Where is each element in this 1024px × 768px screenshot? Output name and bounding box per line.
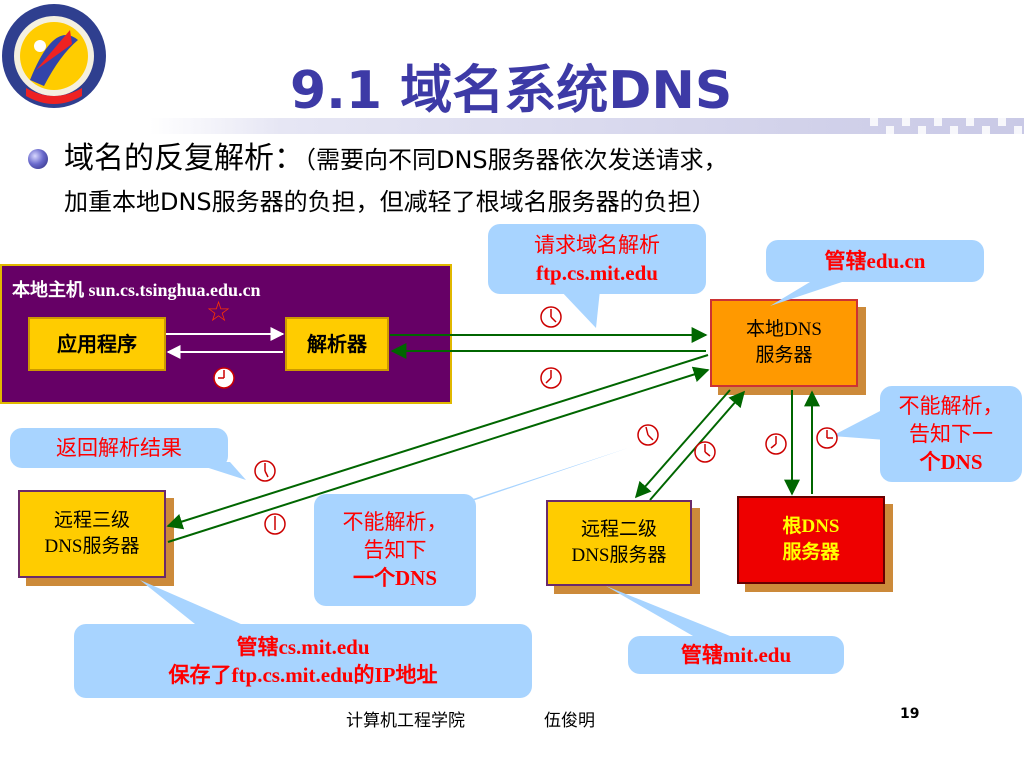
tail-right	[832, 410, 886, 440]
tail-request	[560, 290, 600, 328]
bullet-icon	[28, 149, 48, 169]
clock-icon	[254, 460, 276, 482]
tail-edu-cn	[770, 276, 860, 306]
bullet-main: 域名的反复解析：	[64, 141, 304, 176]
callout-cs-mit-line2: 保存了ftp.cs.mit.edu的IP地址	[168, 663, 438, 687]
callout-right-line2: 告知下一	[909, 422, 993, 446]
school-logo	[0, 0, 108, 118]
callout-return-text: 返回解析结果	[56, 436, 182, 460]
resolver-box: 解析器	[285, 317, 389, 371]
tail-mit	[606, 586, 740, 640]
callout-request: 请求域名解析 ftp.cs.mit.edu	[488, 224, 706, 294]
remote3-dns-server: 远程三级 DNS服务器	[18, 490, 166, 578]
callout-cannot-mid: 不能解析， 告知下 一个DNS	[314, 494, 476, 606]
callout-request-line2: ftp.cs.mit.edu	[536, 261, 658, 285]
remote2-line1: 远程二级	[580, 519, 657, 540]
bullet-text: 域名的反复解析：（需要向不同DNS服务器依次发送请求， 加重本地DNS服务器的负…	[64, 138, 1014, 223]
remote2-line2: DNS服务器	[571, 545, 667, 566]
callout-edu-cn: 管辖edu.cn	[766, 240, 984, 282]
clock-icon	[540, 367, 562, 389]
callout-return: 返回解析结果	[10, 428, 228, 468]
remote3-line2: DNS服务器	[44, 536, 140, 557]
remote3-line1: 远程三级	[53, 510, 130, 531]
root-dns-server: 根DNS 服务器	[737, 496, 885, 584]
title-decoration	[150, 118, 1024, 134]
root-line1: 根DNS	[782, 516, 840, 537]
callout-mid-line2: 告知下	[363, 538, 427, 562]
callout-right-line1: 不能解析，	[898, 394, 1004, 418]
bullet-line2: 加重本地DNS服务器的负担，但减轻了根域名服务器的负担）	[64, 188, 716, 216]
clock-icon	[540, 306, 562, 328]
clock-icon	[637, 424, 659, 446]
callout-mit: 管辖mit.edu	[628, 636, 844, 674]
slide-title: 9.1 域名系统DNS	[290, 61, 733, 121]
callout-cs-mit-line1: 管辖cs.mit.edu	[236, 635, 370, 659]
clock-icon	[694, 441, 716, 463]
arrow-local-to-remote2	[634, 389, 731, 499]
star-icon: ☆	[206, 295, 232, 328]
callout-cannot-right: 不能解析， 告知下一 个DNS	[880, 386, 1022, 482]
root-line2: 服务器	[782, 542, 840, 563]
clock-icon	[213, 367, 235, 389]
remote2-dns-server: 远程二级 DNS服务器	[546, 500, 692, 586]
local-dns-line1: 本地DNS	[745, 319, 822, 340]
callout-mid-line1: 不能解析，	[342, 510, 448, 534]
clock-icon	[816, 427, 838, 449]
arrow-remote3-to-local	[167, 366, 710, 543]
callout-mit-text: 管辖mit.edu	[680, 643, 792, 667]
tail-mid	[440, 448, 628, 512]
resolver-label: 解析器	[307, 332, 367, 356]
arrow-local-to-remote3	[166, 354, 709, 530]
clock-icon	[264, 513, 286, 535]
clock-icon	[765, 433, 787, 455]
local-dns-server: 本地DNS 服务器	[710, 299, 858, 387]
footer-school: 计算机工程学院	[346, 711, 465, 731]
callout-right-line3: 个DNS	[919, 450, 983, 474]
callout-request-line1: 请求域名解析	[534, 233, 660, 257]
app-label: 应用程序	[57, 332, 137, 356]
app-box: 应用程序	[28, 317, 166, 371]
bullet-paren: （需要向不同DNS服务器依次发送请求，	[304, 146, 728, 174]
callout-mid-line3: 一个DNS	[352, 566, 437, 590]
tail-cs-mit	[140, 580, 250, 628]
footer-author: 伍俊明	[544, 711, 595, 731]
callout-edu-cn-text: 管辖edu.cn	[824, 249, 926, 273]
page-number: 19	[900, 706, 920, 722]
local-dns-line2: 服务器	[755, 345, 813, 366]
host-label: 本地主机 sun.cs.tsinghua.edu.cn	[12, 280, 261, 300]
callout-cs-mit: 管辖cs.mit.edu 保存了ftp.cs.mit.edu的IP地址	[74, 624, 532, 698]
